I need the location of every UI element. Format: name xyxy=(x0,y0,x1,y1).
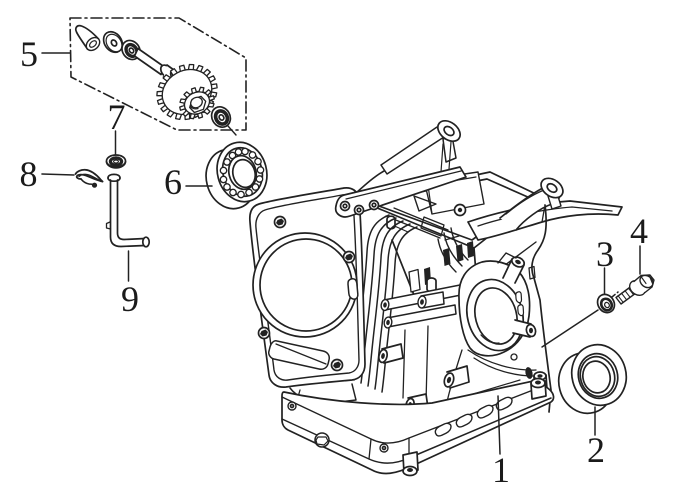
svg-text:2: 2 xyxy=(587,430,605,470)
svg-text:6: 6 xyxy=(164,162,182,202)
svg-text:8: 8 xyxy=(20,154,38,194)
svg-text:7: 7 xyxy=(108,97,126,137)
svg-text:4: 4 xyxy=(630,211,648,251)
svg-text:3: 3 xyxy=(596,234,614,274)
svg-text:5: 5 xyxy=(20,34,38,74)
svg-text:9: 9 xyxy=(121,279,139,319)
svg-text:1: 1 xyxy=(492,450,510,490)
